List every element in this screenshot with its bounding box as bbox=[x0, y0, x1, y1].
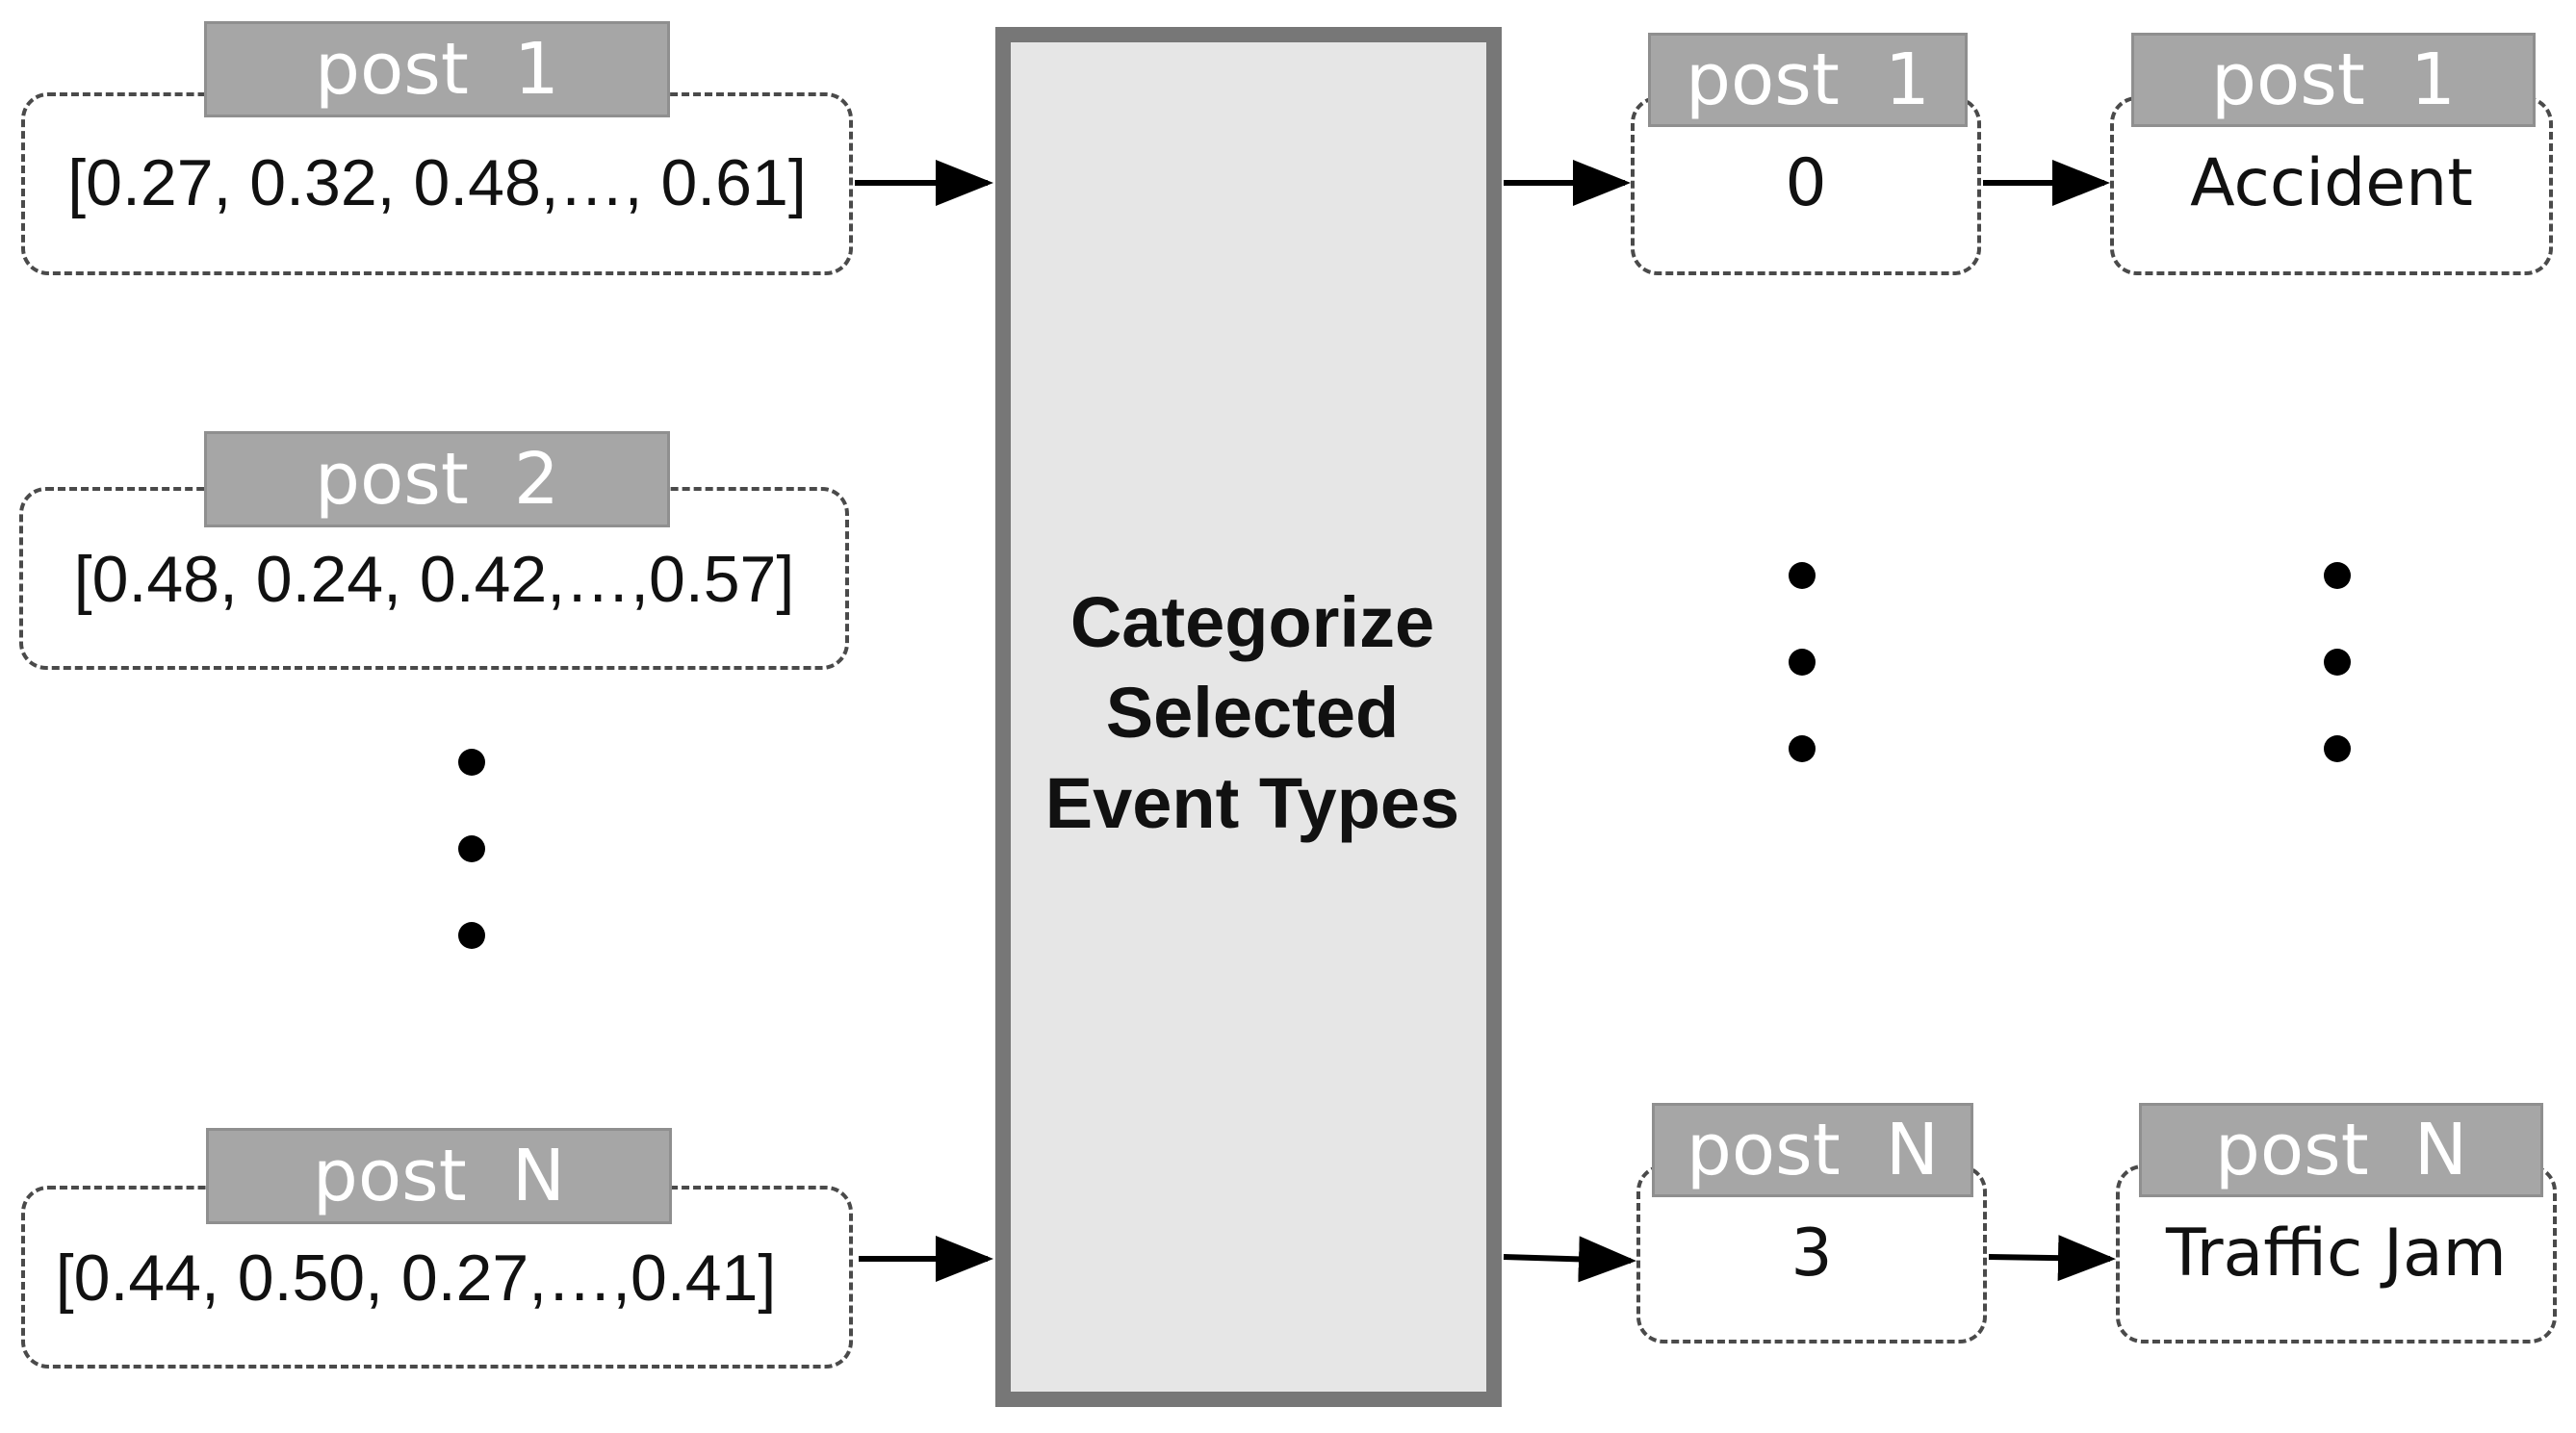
arrow-process-to-class-id-n bbox=[1503, 1236, 1636, 1283]
process-label: Categorize Selected Event Types bbox=[968, 577, 1536, 849]
event-label-ellipsis-dot bbox=[2324, 735, 2351, 762]
event-label-ellipsis-dot bbox=[2324, 562, 2351, 589]
input-ellipsis-dot bbox=[458, 922, 485, 949]
input-vector-post-n: [0.44, 0.50, 0.27,…,0.41] bbox=[55, 1241, 777, 1315]
event-label-tag-post-n: post N bbox=[2139, 1103, 2543, 1197]
input-tag-post-2: post 2 bbox=[204, 431, 670, 527]
process-label-line: Selected bbox=[1105, 673, 1400, 753]
categorize-process-block bbox=[995, 27, 1502, 1407]
input-vector-post-2: [0.48, 0.24, 0.42,…,0.57] bbox=[73, 543, 795, 616]
event-label-value-post-n: Traffic Jam bbox=[2166, 1215, 2507, 1292]
arrow-class-id-n-to-event-label-n bbox=[1988, 1235, 2116, 1282]
class-id-value-post-1: 0 bbox=[1785, 144, 1827, 221]
class-id-tag-post-n: post N bbox=[1652, 1103, 1973, 1197]
process-label-line: Categorize bbox=[1069, 582, 1435, 662]
class-id-tag-post-1: post 1 bbox=[1648, 33, 1968, 127]
class-id-ellipsis-dot bbox=[1789, 649, 1816, 676]
input-tag-post-1: post 1 bbox=[204, 21, 670, 117]
input-vector-post-1: [0.27, 0.32, 0.48,…, 0.61] bbox=[67, 146, 807, 219]
class-id-value-post-n: 3 bbox=[1790, 1215, 1833, 1292]
event-label-ellipsis-dot bbox=[2324, 649, 2351, 676]
process-label-line: Event Types bbox=[1044, 763, 1460, 843]
input-ellipsis-dot bbox=[458, 835, 485, 862]
event-label-tag-post-1: post 1 bbox=[2131, 33, 2536, 127]
class-id-ellipsis-dot bbox=[1789, 735, 1816, 762]
input-ellipsis-dot bbox=[458, 749, 485, 776]
class-id-ellipsis-dot bbox=[1789, 562, 1816, 589]
event-label-value-post-1: Accident bbox=[2190, 144, 2473, 221]
input-tag-post-n: post N bbox=[206, 1128, 672, 1224]
